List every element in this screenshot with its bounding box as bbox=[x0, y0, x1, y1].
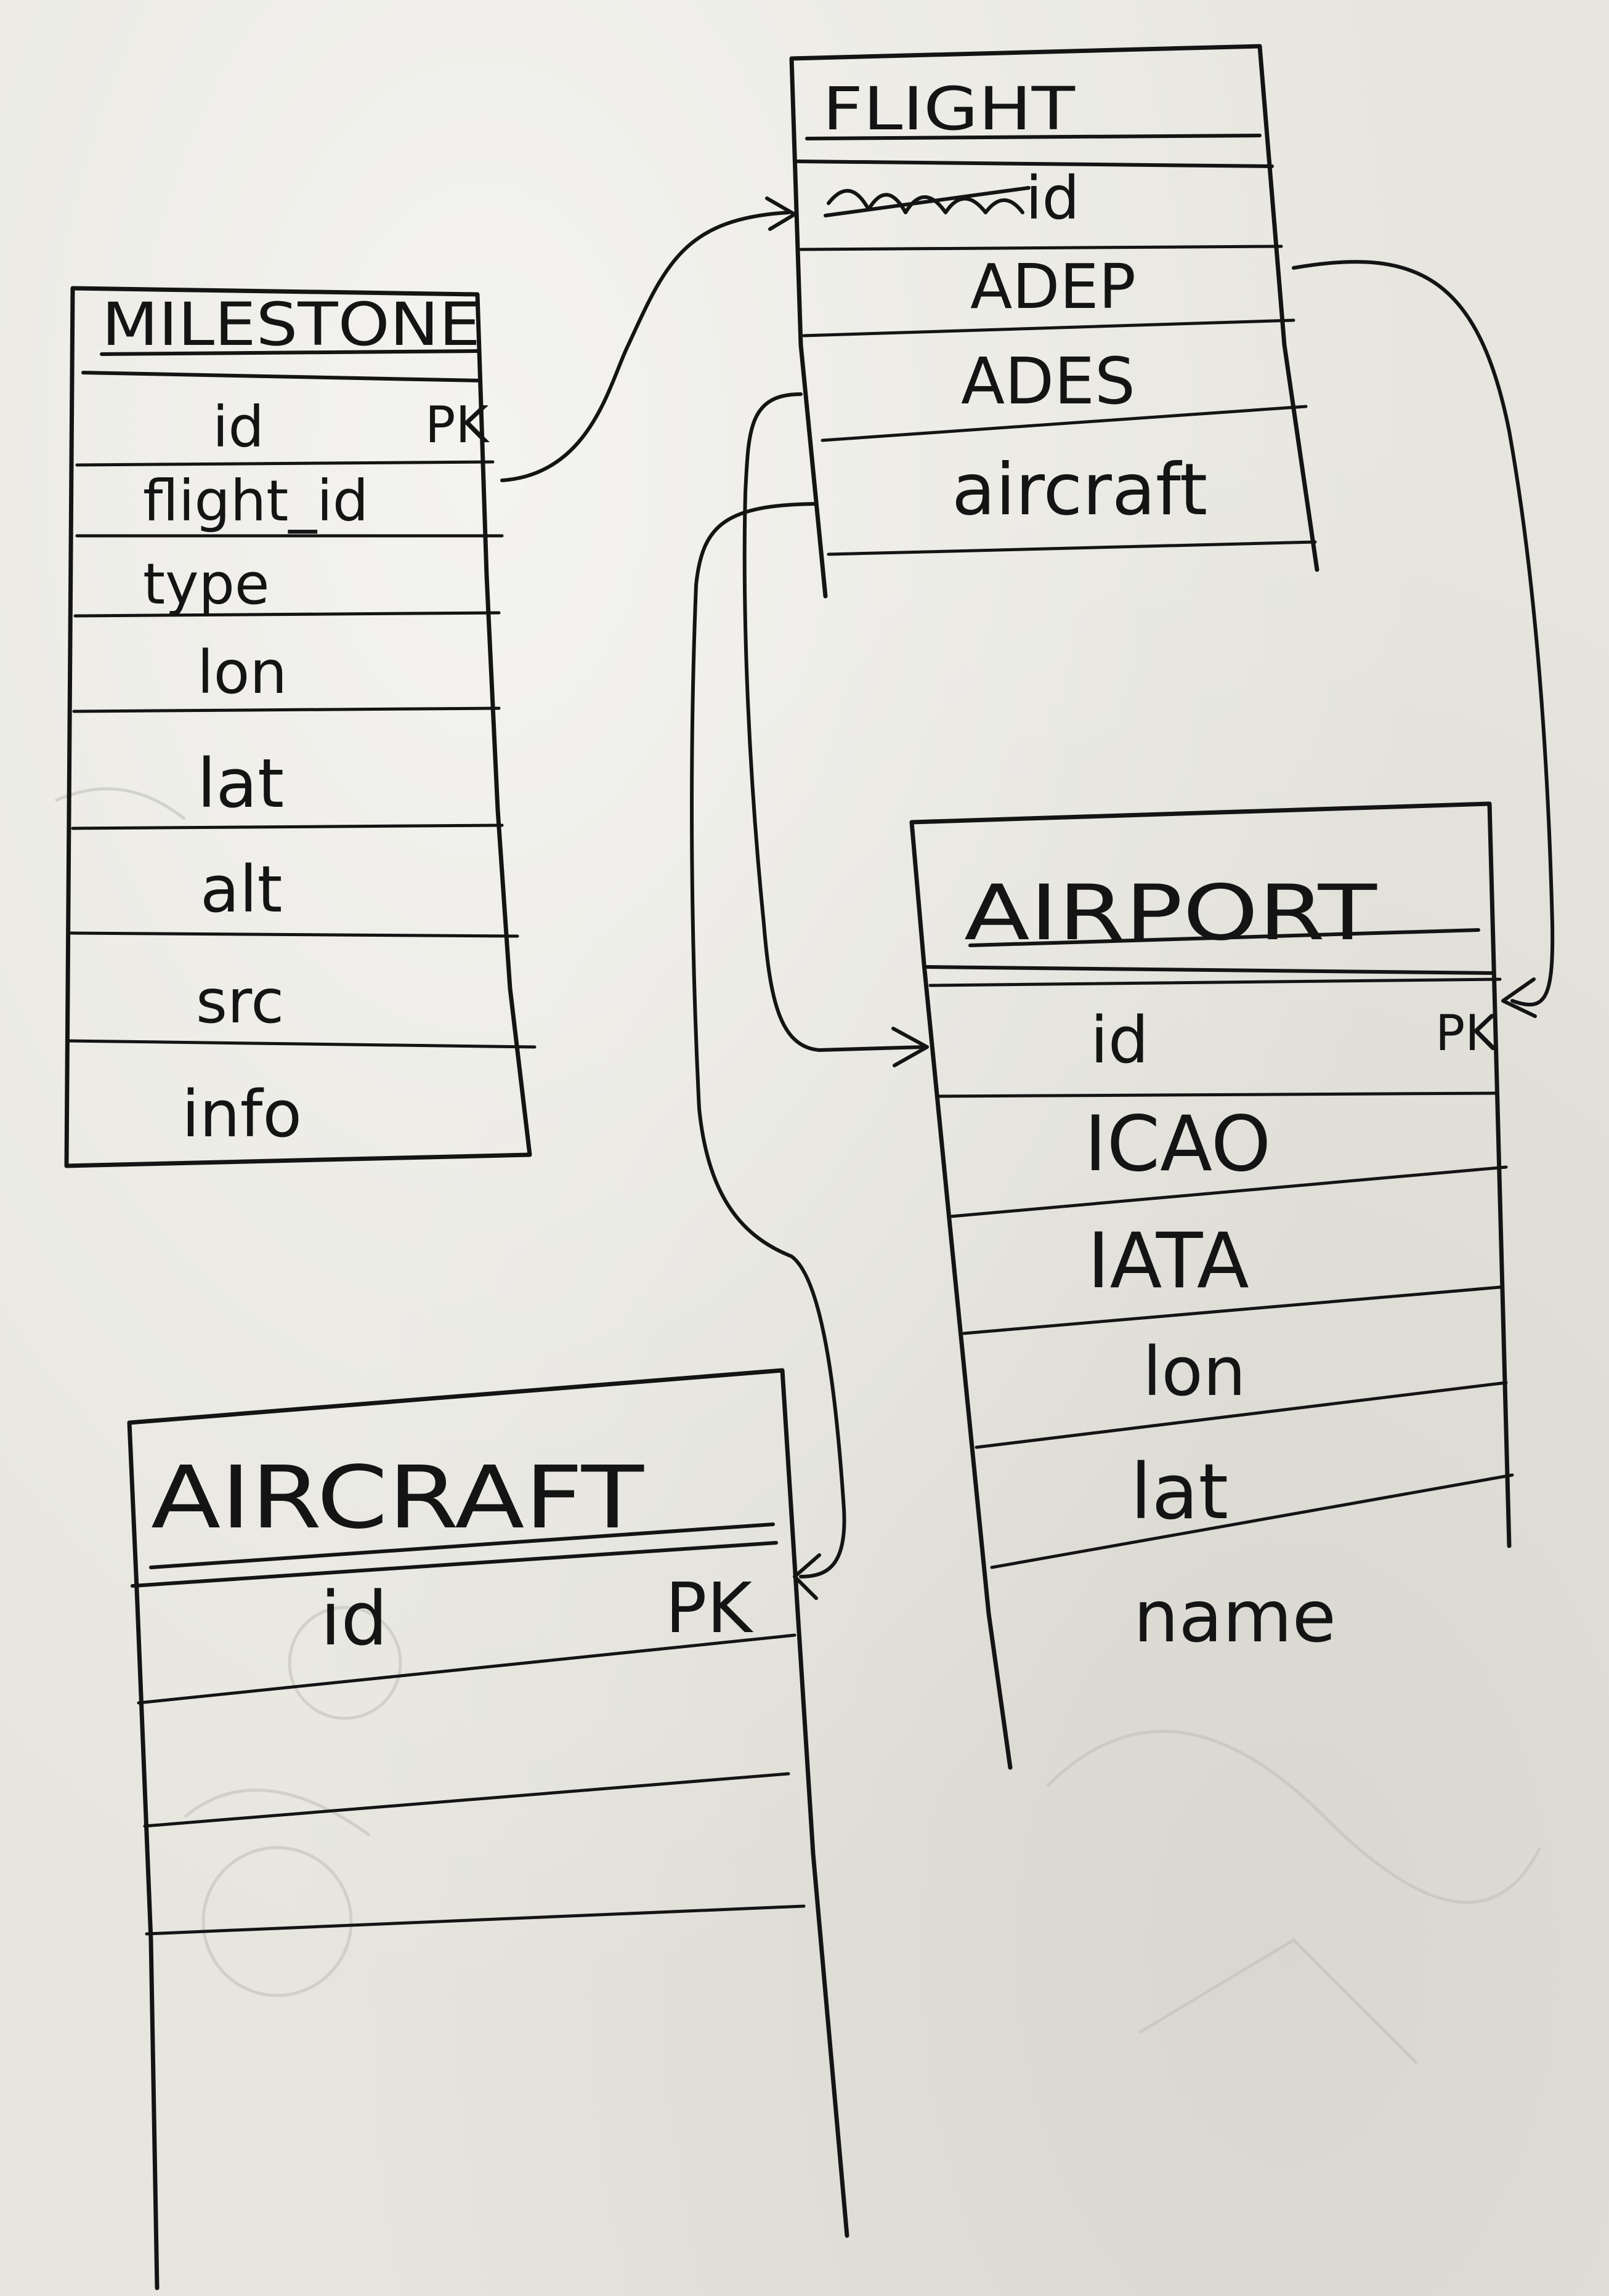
aircraft-header-divider bbox=[131, 1541, 778, 1588]
aircraft-title: AIRCRAFT bbox=[151, 1448, 644, 1548]
arrowhead-icon bbox=[793, 1553, 821, 1600]
milestone-header-divider bbox=[81, 371, 482, 382]
milestone-row-divider bbox=[66, 1039, 537, 1049]
flight-field-name: ADEP bbox=[970, 251, 1136, 323]
milestone-row-divider bbox=[69, 931, 519, 938]
milestone-field-name: src bbox=[196, 967, 284, 1037]
flight-field-name: id bbox=[1026, 164, 1080, 233]
flight-row-divider bbox=[802, 318, 1295, 338]
milestone-field-name: lat bbox=[197, 744, 284, 823]
milestone-row-divider bbox=[75, 460, 495, 467]
flight-row-divider bbox=[827, 540, 1317, 556]
aircraft-pk-marker: PK bbox=[665, 1569, 754, 1649]
airport-title-underline bbox=[968, 928, 1480, 947]
flight-field-name: ADES bbox=[961, 344, 1135, 419]
relationship-line-adep-airport bbox=[1292, 260, 1555, 1007]
airport-field-name: ICAO bbox=[1084, 1100, 1271, 1189]
relationships bbox=[500, 196, 1555, 1600]
airport-row-divider bbox=[962, 1285, 1502, 1335]
flight-row-divider bbox=[821, 405, 1308, 442]
flight-table: FLIGHT id ADEP ADES aircraft bbox=[789, 44, 1319, 599]
milestone-table: MILESTONE id PK flight_id type lon lat a… bbox=[64, 286, 537, 1168]
aircraft-row-divider bbox=[137, 1633, 796, 1705]
milestone-title-underline bbox=[100, 349, 479, 356]
airport-header-divider bbox=[925, 965, 1496, 975]
arrowhead-icon bbox=[765, 196, 796, 231]
milestone-row-divider bbox=[73, 611, 501, 618]
airport-row-divider bbox=[990, 1473, 1514, 1569]
milestone-table-outline bbox=[64, 286, 532, 1168]
milestone-field-name: alt bbox=[200, 852, 282, 927]
airport-row-divider bbox=[938, 1091, 1499, 1098]
flight-field-name: aircraft bbox=[952, 448, 1207, 532]
aircraft-row-divider bbox=[145, 1904, 806, 1936]
airport-field-name: name bbox=[1133, 1575, 1336, 1659]
aircraft-field-name: id bbox=[320, 1577, 388, 1662]
milestone-field-name: flight_id bbox=[143, 468, 368, 534]
airport-table: AIRPORT id PK ICAO IATA lon lat name bbox=[909, 801, 1514, 1770]
airport-field-name: IATA bbox=[1087, 1217, 1249, 1306]
flight-header-divider bbox=[796, 160, 1274, 168]
arrowhead-icon bbox=[1501, 977, 1537, 1018]
crossed-out-scribble bbox=[824, 186, 1031, 217]
milestone-field-name: id bbox=[213, 394, 264, 460]
milestone-title: MILESTONE bbox=[102, 290, 480, 359]
flight-row-divider bbox=[799, 245, 1283, 251]
aircraft-title-underline bbox=[149, 1522, 775, 1569]
arrowhead-icon bbox=[891, 1027, 929, 1067]
airport-row-divider bbox=[950, 1165, 1508, 1218]
milestone-pk-marker: PK bbox=[425, 396, 490, 455]
milestone-field-name: type bbox=[143, 551, 270, 617]
flight-title-underline bbox=[805, 134, 1262, 140]
airport-table-outline bbox=[909, 801, 1512, 1770]
airport-row-divider bbox=[975, 1381, 1508, 1449]
milestone-field-name: lon bbox=[197, 638, 287, 707]
airport-row-divider bbox=[928, 977, 1502, 987]
flight-table-outline bbox=[789, 44, 1319, 599]
milestone-field-name: info bbox=[182, 1077, 302, 1152]
airport-field-name: id bbox=[1090, 1003, 1149, 1078]
airport-pk-marker: PK bbox=[1435, 1004, 1499, 1062]
relationship-line-aircraft bbox=[690, 502, 846, 1578]
milestone-row-divider bbox=[72, 706, 501, 713]
milestone-row-divider bbox=[71, 823, 504, 830]
aircraft-table: AIRCRAFT id PK bbox=[127, 1368, 849, 2290]
aircraft-row-divider bbox=[143, 1772, 790, 1828]
airport-field-name: lat bbox=[1130, 1448, 1228, 1537]
airport-field-name: lon bbox=[1143, 1332, 1246, 1411]
bleed-through-marks bbox=[54, 787, 1542, 2064]
relationship-line-ades-airport bbox=[742, 392, 926, 1052]
flight-title: FLIGHT bbox=[822, 75, 1075, 144]
relationship-line-milestone-flight bbox=[500, 211, 790, 482]
airport-title: AIRPORT bbox=[964, 869, 1378, 958]
aircraft-table-outline bbox=[127, 1368, 849, 2290]
